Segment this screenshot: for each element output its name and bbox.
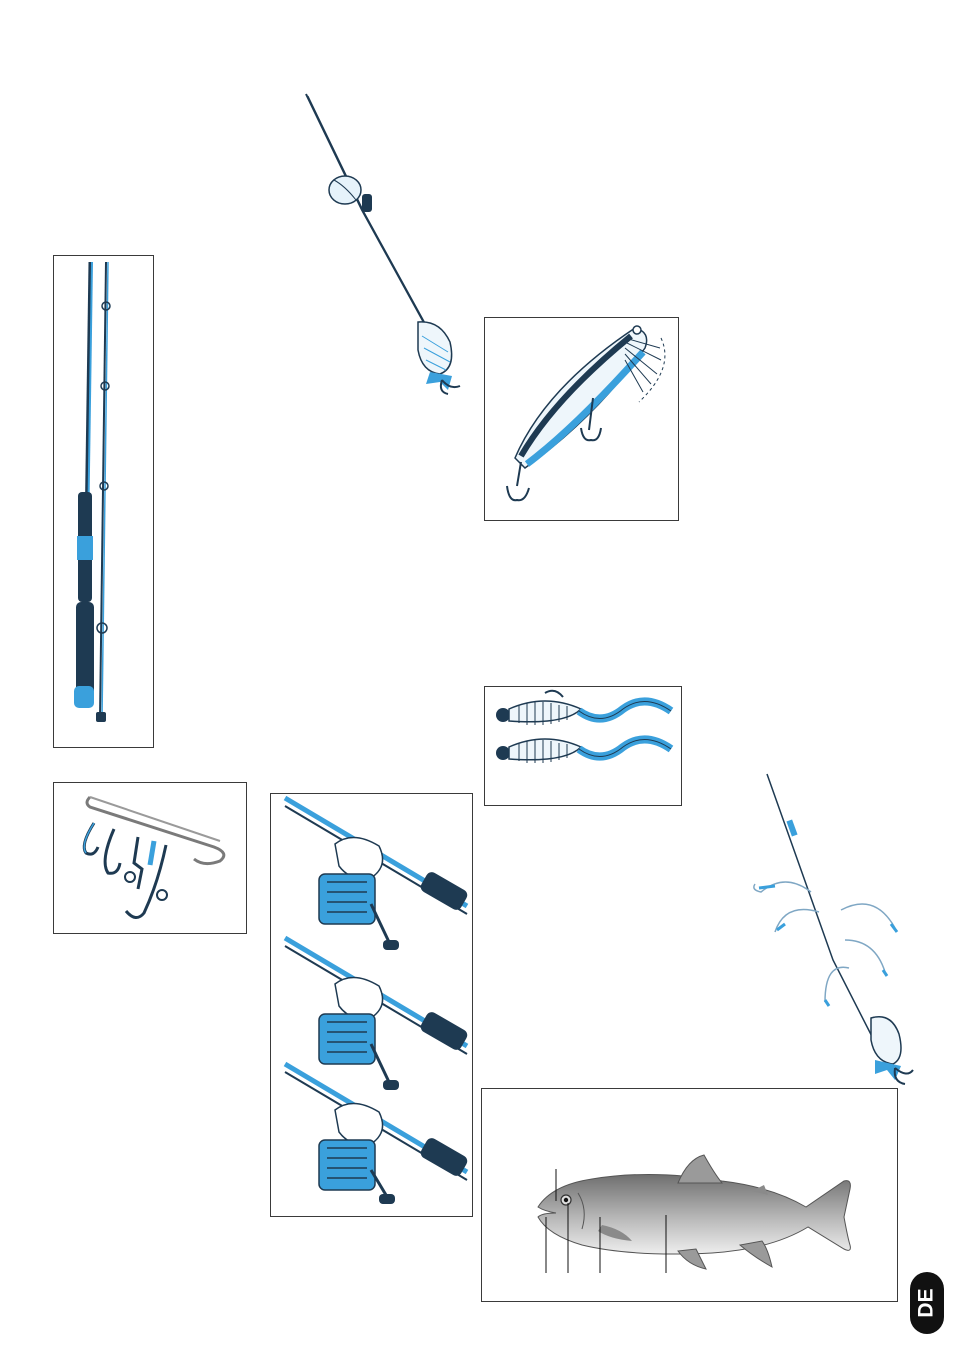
- wobbler-lure-icon: [506, 325, 666, 502]
- language-badge-label: DE: [915, 1288, 938, 1318]
- trout-diagram-icon: [537, 1154, 851, 1273]
- spoon-lure-rig-figure: [300, 90, 470, 400]
- fly-rig-figure: [745, 772, 920, 1092]
- language-badge: DE: [910, 1272, 944, 1334]
- fishing-rod-panel: [53, 255, 154, 748]
- spoon-lure-rig-icon: [305, 93, 461, 395]
- fly-rig-icon: [753, 773, 914, 1085]
- reel-handling-panel: [270, 793, 473, 1217]
- trout-diagram-panel: [481, 1088, 898, 1302]
- fishing-rod-icon: [74, 261, 111, 722]
- safety-pin-hooks-icon: [82, 795, 226, 919]
- reel-handling-icon: [283, 795, 469, 1204]
- twister-jig-panel: [484, 686, 682, 806]
- twister-jig-icon: [496, 689, 674, 763]
- wobbler-lure-panel: [484, 317, 679, 521]
- safety-pin-hooks-panel: [53, 782, 247, 934]
